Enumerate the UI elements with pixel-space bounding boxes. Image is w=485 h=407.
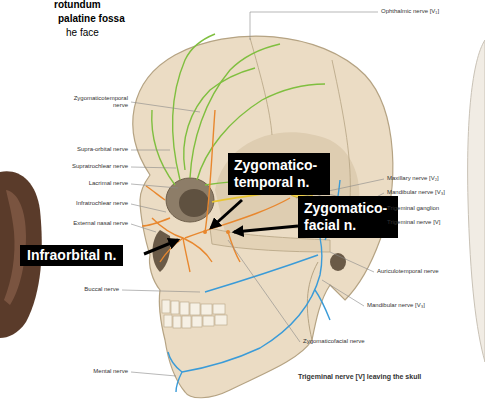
part-label: External nasal nerve	[73, 220, 128, 227]
part-label: Maxillary nerve [V₂]	[387, 175, 439, 182]
part-label: Trigeminal nerve [V] leaving the skull	[298, 373, 421, 381]
part-label: Infratrochlear nerve	[76, 200, 128, 207]
part-label: Supratrochlear nerve	[72, 163, 128, 170]
part-label: Zygomaticotemporal nerve	[62, 95, 128, 109]
part-label: Ophthalmic nerve [V₁]	[381, 8, 439, 15]
part-label: palatine fossa	[58, 13, 125, 25]
part-label: Mandibular nerve [V₃]	[387, 189, 445, 196]
callout-box: Zygomatico- facial n.	[298, 196, 398, 238]
part-label: Auriculotemporal nerve	[377, 268, 439, 275]
part-label: Trigeminal ganglion	[387, 205, 439, 212]
part-label: Trigeminal nerve [V]	[387, 219, 440, 226]
part-label: Zygomaticofacial nerve	[303, 338, 365, 345]
part-label: Buccal nerve	[84, 286, 119, 293]
callout-box: Zygomatico- temporal n.	[228, 153, 330, 195]
part-label: Lacrimal nerve	[89, 180, 128, 187]
callout-box: Infraorbital n.	[20, 245, 123, 266]
callout-text: Infraorbital n.	[27, 247, 116, 264]
part-label: Supra-orbital nerve	[77, 146, 128, 153]
part-label: Mental nerve	[93, 368, 128, 375]
callout-text: Zygomatico- temporal n.	[234, 157, 324, 191]
callout-text: Zygomatico- facial n.	[304, 200, 392, 234]
part-label: rotundum	[54, 0, 101, 11]
part-label: he face	[66, 27, 99, 39]
part-label: Mandibular nerve [V₃]	[367, 302, 425, 309]
